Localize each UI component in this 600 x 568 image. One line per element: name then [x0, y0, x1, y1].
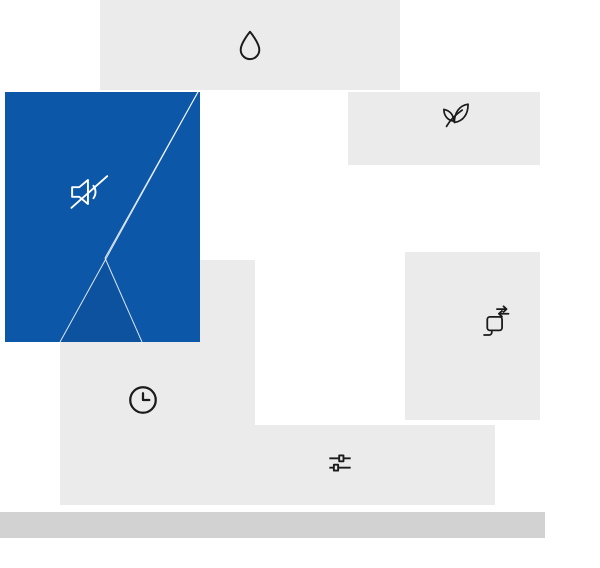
- clock-icon: [125, 382, 161, 418]
- leaf-icon: [438, 97, 472, 131]
- water-drop-icon: [232, 27, 268, 63]
- plug-sync-tile[interactable]: [405, 252, 540, 420]
- water-drop-tile[interactable]: [100, 0, 400, 90]
- ribbon-fold-graphic: [59, 92, 199, 342]
- eco-leaf-tile[interactable]: [348, 92, 540, 165]
- plug-sync-icon: [477, 304, 513, 340]
- sliders-icon: [324, 447, 356, 479]
- bottom-strip: [0, 512, 545, 538]
- sliders-tile[interactable]: [200, 425, 495, 505]
- mute-tile[interactable]: [5, 92, 200, 342]
- speaker-mute-icon: [68, 172, 112, 212]
